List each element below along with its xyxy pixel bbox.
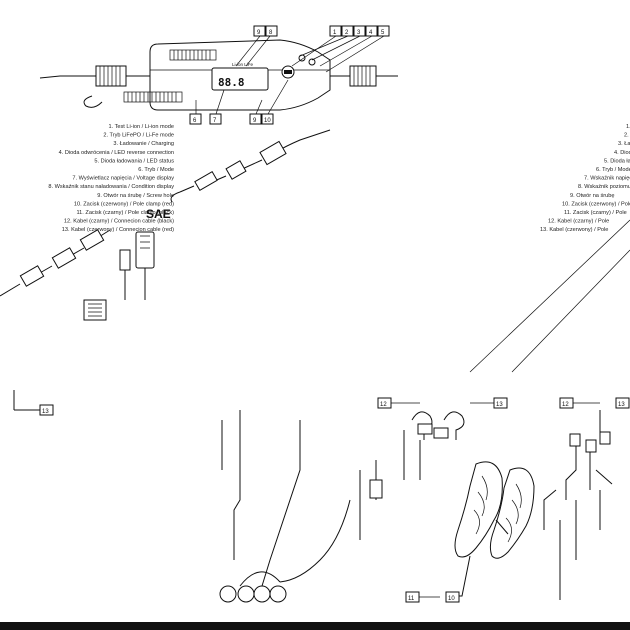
legend-right-item: 4. Dioda odwrócenia	[614, 150, 630, 156]
svg-text:7: 7	[213, 118, 217, 124]
svg-text:13: 13	[496, 402, 503, 408]
legend-right-item: 9. Otwór na śrubę	[570, 193, 614, 199]
legend-left-item: 4. Dioda odwrócenia / LED reverse connec…	[59, 150, 174, 156]
svg-text:4: 4	[369, 30, 373, 36]
legend-left-item: 7. Wyświetlacz napięcia / Voltage displa…	[72, 176, 174, 182]
left-cable: 13	[13, 390, 54, 416]
svg-text:11: 11	[408, 596, 415, 602]
legend-right-item: 5. Dioda ładowania	[604, 158, 630, 164]
ring-cable-left	[83, 231, 155, 321]
callout-bottom-0: 6	[189, 113, 202, 125]
legend-right-item: 3. Ładowanie	[618, 141, 630, 147]
legend-left: 1. Test Li-ion / Li-ion mode 2. Tryb LiFe…	[48, 124, 174, 233]
svg-text:10: 10	[448, 596, 455, 602]
clamp-set-middle: 12 13	[279, 397, 508, 583]
charger-unit: 88.8 Li-ion LiFe	[39, 39, 398, 111]
clamps-middle: 11 10	[405, 461, 535, 603]
ring-terminals-bottom	[219, 420, 301, 603]
charger-left-plug	[39, 65, 127, 108]
callout-mid-left: 12	[377, 397, 392, 409]
charger-right-plug	[349, 65, 398, 87]
callouts-bottom: 6 7 9 10	[189, 79, 289, 125]
legend-right-item: 11. Zacisk (czarny) / Pole	[564, 210, 627, 216]
svg-text:1: 1	[333, 30, 337, 36]
legend-right-item: 7. Wskaźnik napięcia	[584, 176, 630, 182]
legend-left-item: 6. Tryb / Mode	[138, 167, 174, 173]
display-mode-text: Li-ion LiFe	[232, 62, 254, 67]
callouts-top: 9 8 1 2 3 4 5	[235, 25, 390, 73]
display-value: 88.8	[218, 76, 245, 89]
svg-text:2: 2	[345, 30, 349, 36]
legend-left-item: 3. Ładowanie / Charging	[113, 141, 174, 147]
legend-left-item: 8. Wskaźnik stanu naładowania / Conditio…	[48, 184, 174, 190]
clamp-set-right: 12 13	[543, 397, 630, 600]
legend-left-item: 12. Kabel (czarny) / Connecion cable (bl…	[64, 219, 174, 225]
svg-text:13: 13	[42, 409, 49, 415]
svg-text:3: 3	[357, 30, 361, 36]
legend-left-item: 5. Dioda ładowania / LED status	[94, 158, 174, 164]
legend-left-item: 1. Test Li-ion / Li-ion mode	[108, 124, 174, 130]
callout-top-0: 9	[253, 25, 266, 37]
led-charging-icon	[308, 58, 316, 66]
diagonal-guide-lines	[221, 219, 630, 560]
svg-text:8: 8	[269, 30, 273, 36]
svg-text:13: 13	[618, 402, 625, 408]
callout-top-3: 2	[341, 25, 354, 37]
legend-left-item: 13. Kabel (czerwony) / Connecion cable (…	[62, 227, 174, 233]
legend-right-item: 2. Tryb LiFePO	[624, 133, 630, 139]
legend-right-item: 6. Tryb / Mode	[596, 167, 630, 173]
legend-left-item: 2. Tryb LiFePO / Li-Fe mode	[103, 133, 174, 139]
callout-bottom-3: 10	[261, 113, 274, 125]
legend-right-item: 12. Kabel (czarny) / Pole	[548, 219, 609, 225]
sae-label: SAE	[146, 207, 171, 221]
svg-text:5: 5	[381, 30, 385, 36]
svg-text:9: 9	[257, 30, 261, 36]
sae-cable-left	[0, 229, 111, 297]
legend-left-item: 11. Zacisk (czarny) / Pole clamp (black)	[76, 210, 174, 216]
callout-top-5: 4	[365, 25, 378, 37]
svg-text:12: 12	[380, 402, 387, 408]
svg-text:6: 6	[193, 118, 197, 124]
callout-bottom-2: 9	[249, 113, 262, 125]
callout-top-1: 8	[265, 25, 278, 37]
callout-top-6: 5	[377, 25, 390, 37]
callout-left-cable: 13	[39, 404, 54, 416]
vent-grille-top	[169, 49, 217, 61]
callout-top-2: 1	[329, 25, 342, 37]
bottom-border-bar	[0, 622, 630, 630]
svg-text:10: 10	[264, 118, 271, 124]
legend-right-item: 1. Tryb Li-ion	[626, 124, 630, 130]
callout-top-4: 3	[353, 25, 366, 37]
vent-grille-bottom	[123, 91, 183, 103]
legend-right-item: 13. Kabel (czerwony) / Pole	[540, 227, 608, 233]
svg-text:1. Tryb Li-ion2. Tryb LiFePO3.: 1. Tryb Li-ion 2. Tryb LiFePO 3. Ładowanie…	[540, 124, 630, 233]
legend-left-item: 10. Zacisk (czerwony) / Pole clamp (red)	[74, 201, 174, 207]
callout-mid-right: 13	[493, 397, 508, 409]
legend-right-item: 10. Zacisk (czerwony) / Pole	[562, 201, 630, 207]
legend-left-item: 9. Otwór na śrubę / Screw hole	[97, 193, 174, 199]
svg-text:12: 12	[562, 402, 569, 408]
svg-text:9: 9	[253, 118, 257, 124]
callout-bottom-a: 11	[405, 591, 420, 603]
callout-bottom-b: 10	[445, 591, 460, 603]
callout-right-left: 12	[559, 397, 574, 409]
callout-right-right: 13	[615, 397, 630, 409]
voltage-display: 88.8 Li-ion LiFe	[211, 62, 269, 91]
callout-bottom-1: 7	[209, 113, 222, 125]
sae-cable-upper	[170, 129, 331, 203]
legend-right: 1. Tryb Li-ion 2. Tryb LiFePO 3. Ładowanie…	[540, 124, 630, 233]
legend-right-item: 8. Wskaźnik poziomu	[578, 184, 630, 190]
